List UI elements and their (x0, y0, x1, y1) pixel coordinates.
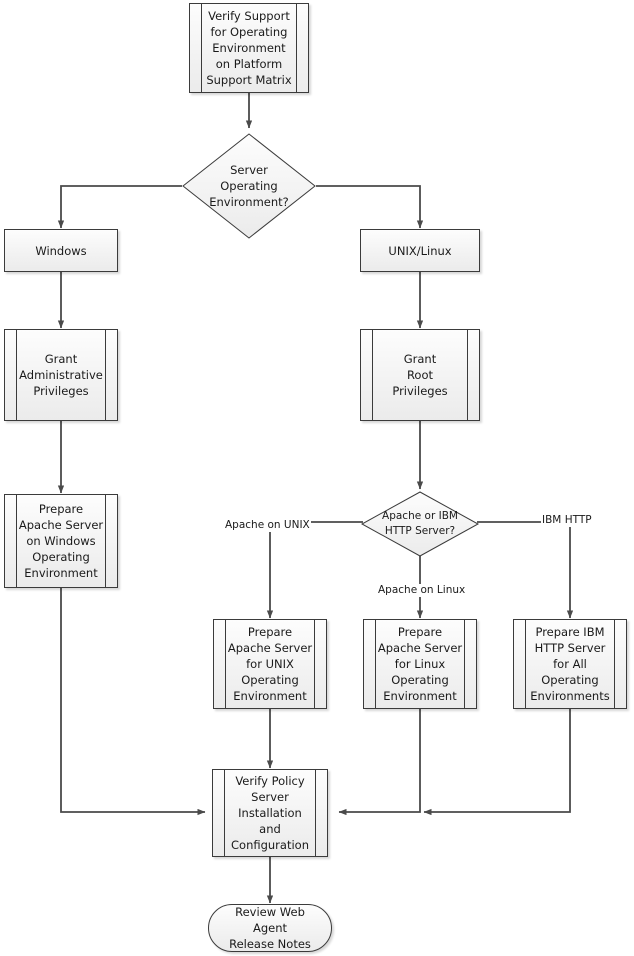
edge-label-apache-on-unix: Apache on UNIX (224, 519, 311, 532)
edge-decision-to-prepare-ibm (477, 521, 574, 619)
node-windows[interactable]: Windows (4, 229, 118, 272)
diamond-shape (360, 491, 480, 557)
edge-prepare-ibm-to-verify-policy (423, 709, 571, 816)
edge-prepare-linux-to-verify-policy (338, 709, 421, 816)
node-windows-label: Windows (35, 243, 87, 258)
edge-label-apache-on-linux: Apache on Linux (377, 584, 467, 597)
edge-prepare-windows-to-verify-policy (60, 588, 206, 816)
node-unix-linux[interactable]: UNIX/Linux (360, 229, 480, 272)
edge-decision-to-prepare-unix (266, 521, 363, 619)
edge-decision-to-unix (316, 185, 424, 229)
diamond-shape (182, 133, 316, 239)
node-unix-linux-label: UNIX/Linux (388, 243, 452, 258)
edge-decision-to-windows (57, 185, 182, 229)
edge-label-ibm-http: IBM HTTP (541, 514, 593, 527)
